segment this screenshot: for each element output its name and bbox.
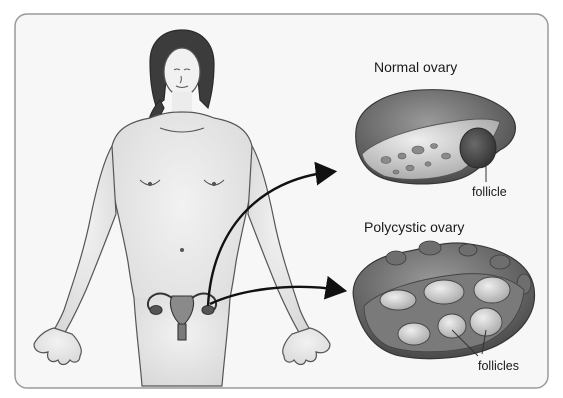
dominant-follicle	[460, 128, 496, 168]
neck	[172, 92, 192, 112]
cervix	[178, 324, 186, 340]
polycystic-ovary-title: Polycystic ovary	[364, 219, 464, 235]
face	[164, 48, 200, 96]
follicle-label: follicle	[472, 185, 507, 199]
normal-ovary-title: Normal ovary	[374, 59, 457, 75]
left-ovary	[150, 306, 162, 315]
right-ovary	[202, 306, 214, 315]
follicles-label: follicles	[478, 359, 519, 373]
